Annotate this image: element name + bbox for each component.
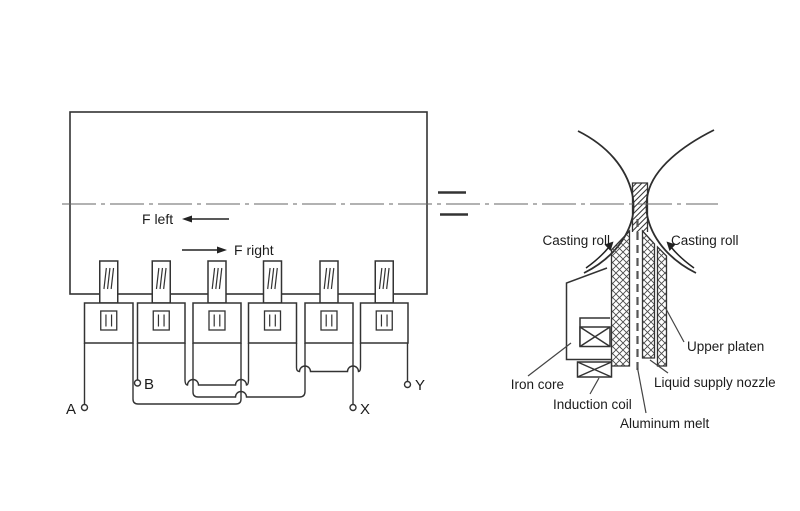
cast-strip-outline	[631, 182, 649, 232]
iron-core-leader	[527, 342, 572, 377]
wire-link-coil2-coil4	[184, 343, 250, 386]
force-right-label: F right	[234, 242, 274, 258]
right-rotation-arrow-head	[666, 241, 676, 251]
winding-wires	[83, 343, 409, 405]
liquid-supply-nozzle-label: Liquid supply nozzle	[654, 375, 776, 390]
terminal-b-label: B	[144, 376, 154, 393]
casting-roll-left-label: Casting roll	[542, 233, 610, 248]
cast-strip	[631, 182, 649, 232]
iron-core-assembly	[565, 267, 613, 378]
iron-core-label: Iron core	[511, 377, 564, 392]
left-rotation-arrow-shaft	[585, 246, 610, 269]
upper-platen-leader	[664, 306, 685, 343]
stator-rectangle	[69, 111, 428, 295]
right-rotation-arrow-shaft	[670, 246, 695, 269]
nozzle-columns	[610, 229, 668, 367]
terminal-a-label: A	[66, 401, 76, 418]
aluminum-melt-label: Aluminum melt	[620, 416, 710, 431]
force-left-arrow-head	[182, 215, 192, 223]
right-platen-column	[656, 245, 668, 367]
force-arrows: F left F right	[142, 211, 274, 258]
left-platen-column	[610, 229, 631, 367]
terminal-x-node	[349, 403, 357, 412]
terminal-y-label: Y	[415, 377, 425, 394]
casting-roll-right-arc	[645, 129, 715, 274]
stator-body	[69, 111, 428, 295]
induction-coil-leader	[589, 377, 600, 395]
terminal-circles	[80, 379, 412, 412]
liquid-supply-nozzle-leader	[649, 359, 669, 374]
terminal-b-node	[133, 379, 142, 387]
force-right-arrow-head	[217, 246, 227, 254]
right-nozzle-column	[641, 229, 656, 359]
induction-coil-upper	[579, 326, 611, 348]
iron-core-outline	[565, 267, 612, 361]
wire-link-coil3-coil5	[192, 343, 306, 398]
roll-rotation-arrows	[585, 241, 695, 269]
wire-link-coil1-coil3	[132, 343, 242, 405]
casting-roll-right-label: Casting roll	[671, 233, 739, 248]
induction-coil-label: Induction coil	[553, 397, 632, 412]
aluminum-melt-leader	[636, 367, 647, 414]
wire-link-coil4-coil6	[295, 343, 362, 373]
stator-coils	[83, 260, 409, 344]
terminal-y-node	[403, 380, 412, 389]
upper-platen-label: Upper platen	[687, 339, 764, 354]
force-left-label: F left	[142, 211, 173, 227]
left-rotation-arrow-head	[604, 241, 614, 251]
terminal-x-label: X	[360, 401, 370, 418]
terminal-a-node	[80, 403, 89, 412]
centerline-group	[62, 191, 718, 216]
induction-coil-lower	[576, 361, 613, 378]
leader-lines	[527, 306, 685, 414]
cast-strip-hatch	[632, 183, 648, 232]
